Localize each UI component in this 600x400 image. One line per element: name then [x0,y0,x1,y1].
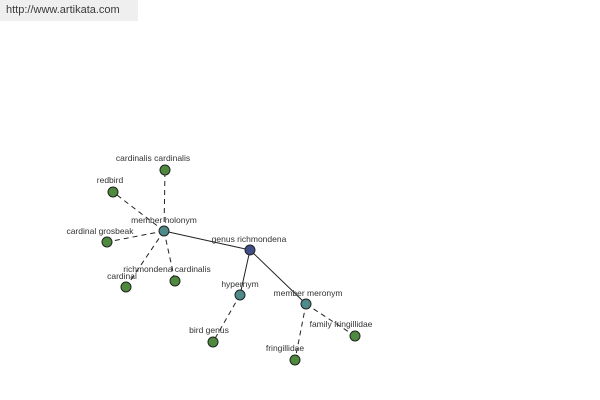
node-circle[interactable] [207,336,219,348]
node-label: cardinal [107,271,137,281]
edge-center-hypernym [239,249,251,296]
edge-center-meronym [249,249,307,305]
node-cardinal[interactable]: cardinal [107,271,137,293]
node-richmondena-cardinalis[interactable]: richmondena cardinalis [123,264,211,287]
node-label: member meronym [274,288,343,298]
node-label: redbird [97,175,124,185]
node-label: cardinalis cardinalis [116,153,190,163]
node-genus-richmondena[interactable]: genus richmondena [212,234,287,256]
node-label: member holonym [131,215,197,225]
node-label: richmondena cardinalis [123,264,210,274]
node-fringillidae[interactable]: fringillidae [266,343,305,366]
node-circle[interactable] [169,275,181,287]
node-family-fringillidae[interactable]: family fringillidae [310,319,373,342]
node-circle[interactable] [158,225,170,237]
node-member-holonym[interactable]: member holonym [131,215,197,237]
node-redbird[interactable]: redbird [97,175,124,198]
node-circle[interactable] [244,244,256,256]
nodes: genus richmondena member holonym hyperny… [66,153,373,366]
node-member-meronym[interactable]: member meronym [274,288,343,310]
edge-center-holonym [163,230,251,251]
edge-holonym-redbird [112,191,165,232]
node-circle[interactable] [101,236,113,248]
url-banner: http://www.artikata.com [0,0,138,21]
node-circle[interactable] [159,164,171,176]
node-label: hypernym [221,279,258,289]
edge-hypernym-bird-genus [212,294,241,343]
edge-holonym-cardinal-grosbeak [106,230,165,243]
node-circle[interactable] [234,289,246,301]
edge-meronym-fringillidae [294,303,307,361]
node-circle[interactable] [300,298,312,310]
node-circle[interactable] [120,281,132,293]
node-circle[interactable] [107,186,119,198]
node-hypernym[interactable]: hypernym [221,279,259,301]
node-circle[interactable] [349,330,361,342]
node-label: bird genus [189,325,229,335]
node-label: genus richmondena [212,234,287,244]
node-label: cardinal grosbeak [66,226,134,236]
node-bird-genus[interactable]: bird genus [189,325,229,348]
edge-holonym-cardinal [125,230,165,288]
node-cardinal-grosbeak[interactable]: cardinal grosbeak [66,226,134,248]
edge-holonym-cardinalis-cardinalis [163,169,166,232]
edges [106,169,356,361]
site-url[interactable]: http://www.artikata.com [6,4,120,16]
node-cardinalis-cardinalis[interactable]: cardinalis cardinalis [116,153,190,176]
node-circle[interactable] [289,354,301,366]
node-label: fringillidae [266,343,305,353]
node-label: family fringillidae [310,319,373,329]
edge-meronym-family-fringillidae [305,303,356,337]
